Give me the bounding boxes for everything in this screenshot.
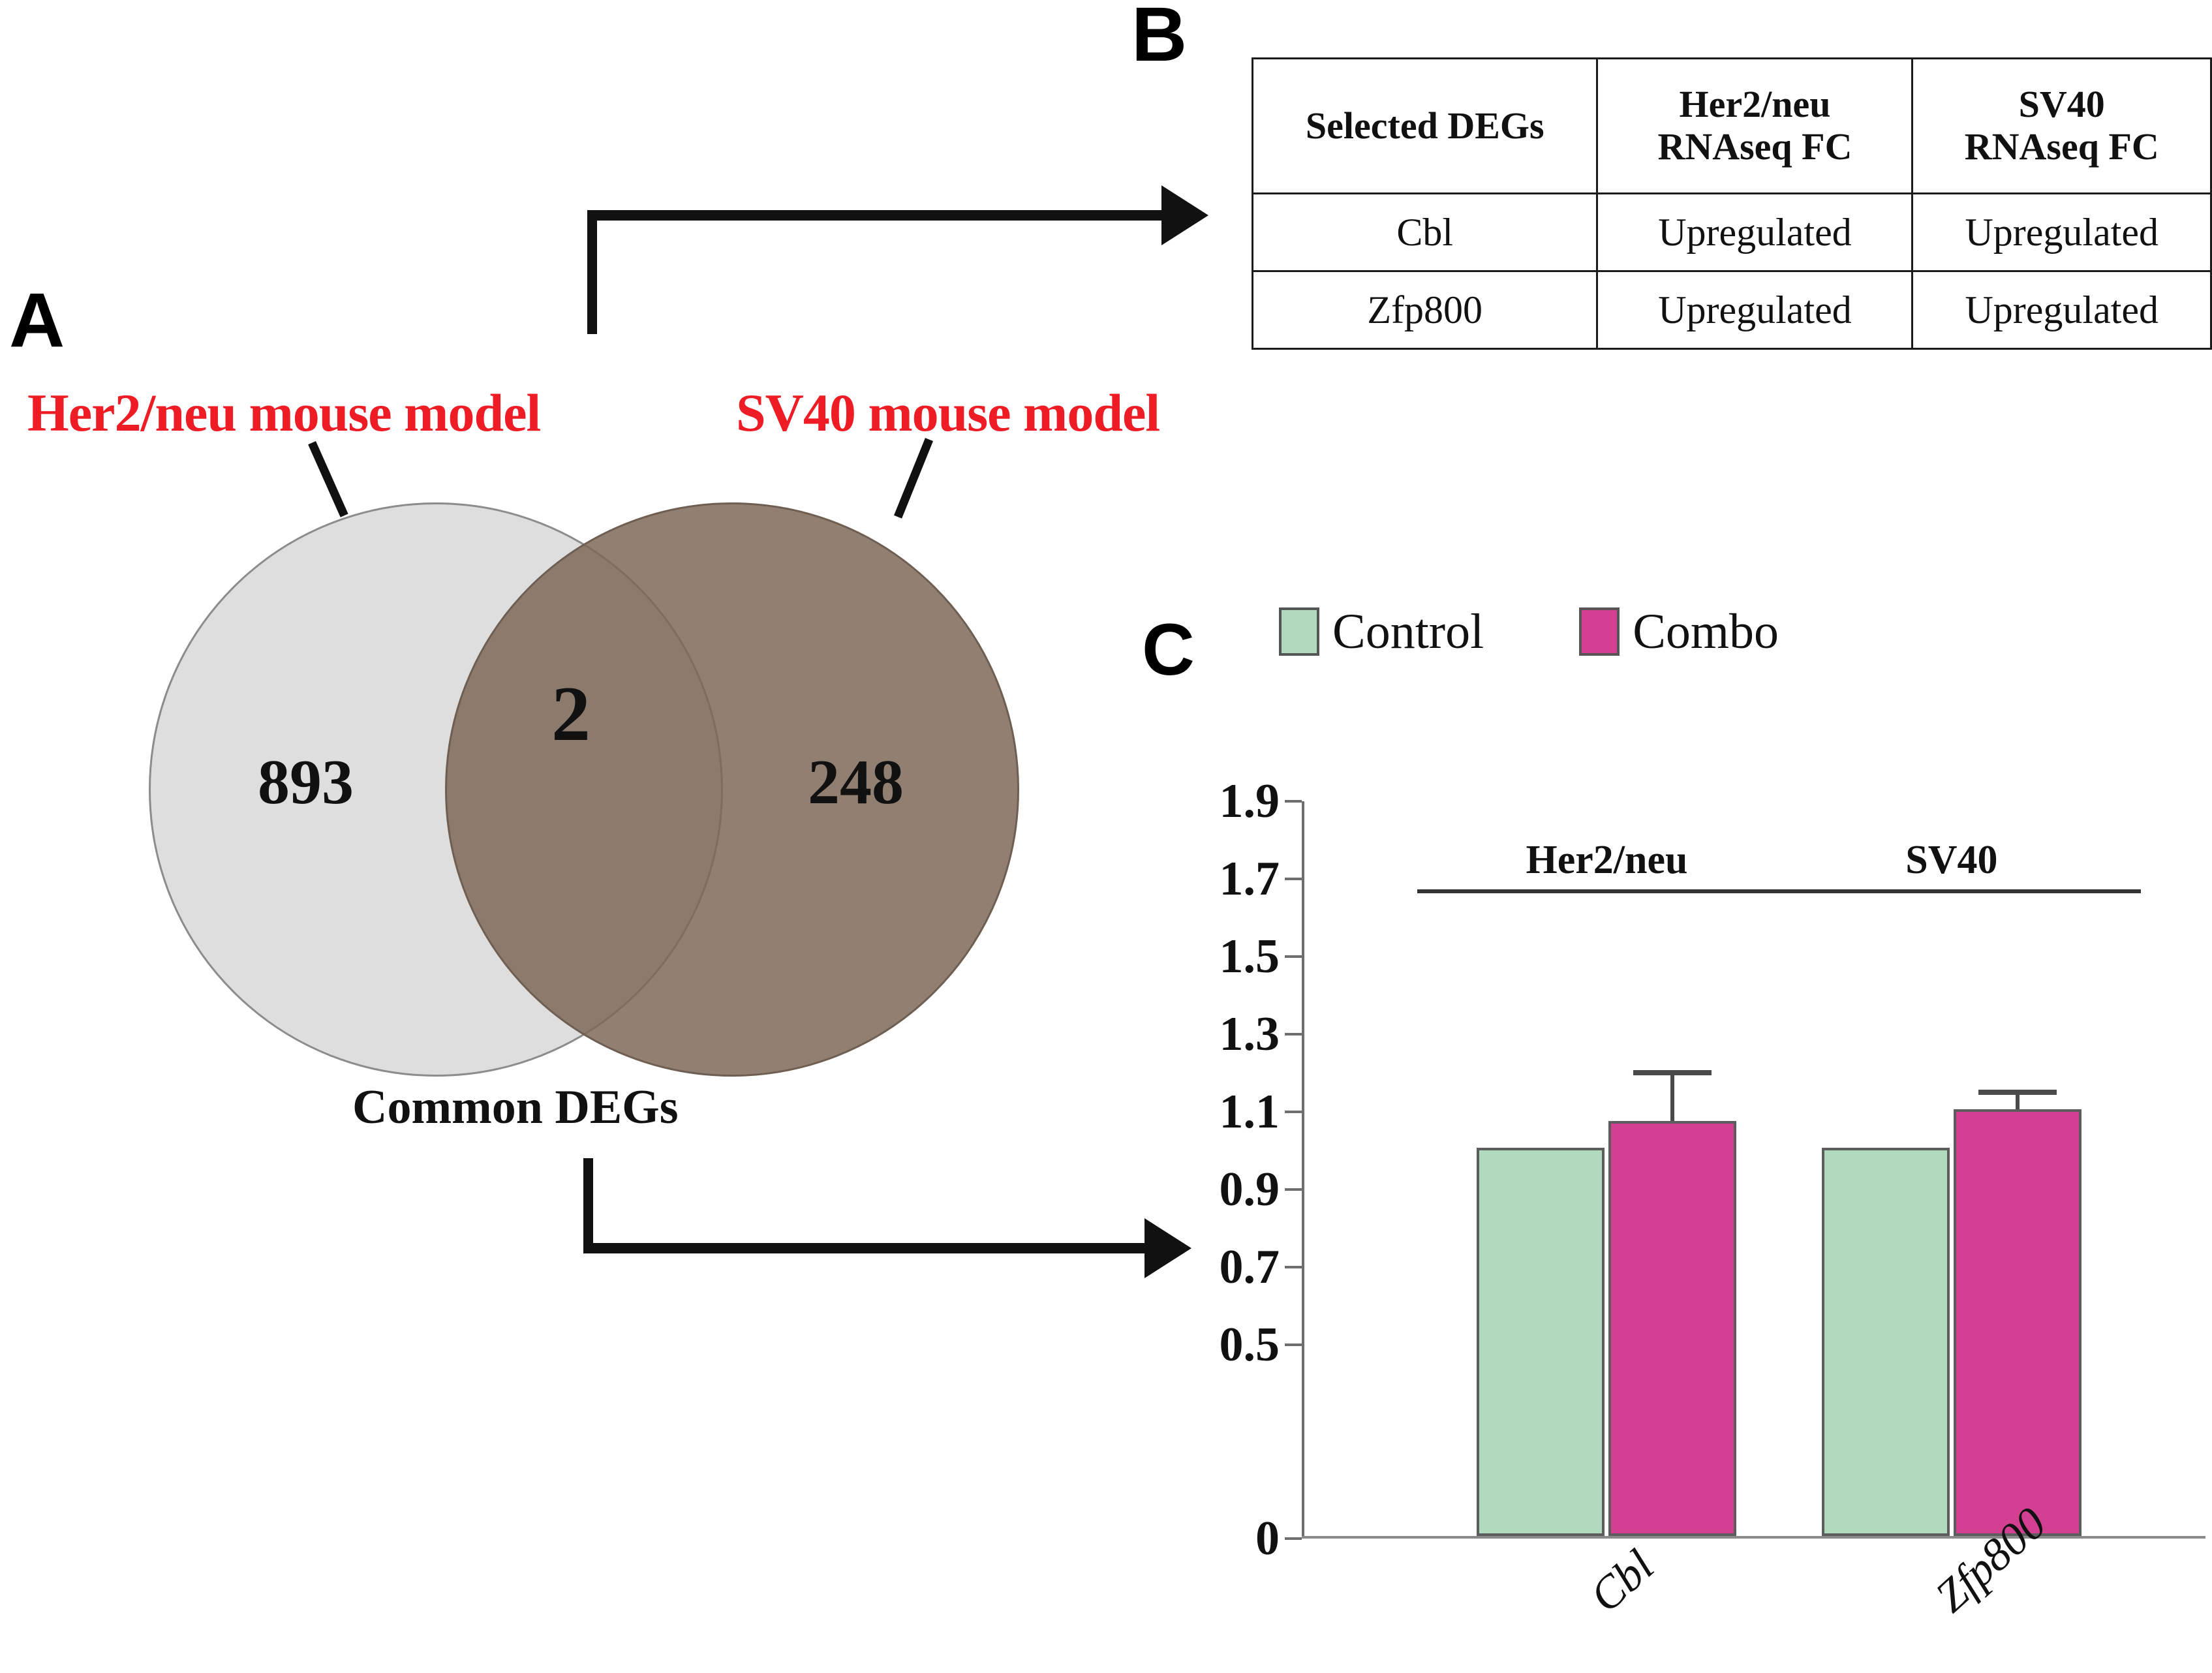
y-tick [1285,800,1302,803]
legend-label-combo: Combo [1633,604,1779,659]
group-header-sv40: SV40 [1762,838,2141,894]
header-line-1: Her2/neu [1679,83,1831,126]
error-bar-stem [2015,1090,2020,1109]
leader-line-sv40 [893,438,933,519]
bar-control-cbl [1477,1148,1605,1536]
venn-count-intersection: 2 [551,670,591,757]
table-header-row: Selected DEGs Her2/neu RNAseq FC SV40 RN… [1251,57,2212,194]
header-line-1: Selected DEGs [1305,104,1544,147]
legend-label-control: Control [1332,604,1484,659]
y-tick-label: 1.7 [1219,852,1280,906]
table-header-her2neu-fc: Her2/neu RNAseq FC [1596,57,1914,194]
panel-label-a: A [9,277,65,363]
cell-sv40-fc: Upregulated [1911,192,2212,272]
venn-label-her2neu: Her2/neu mouse model [27,383,541,442]
y-tick-label: 1.1 [1219,1084,1280,1139]
y-tick [1285,877,1302,880]
y-tick [1285,1343,1302,1346]
header-line-1: SV40 [2018,83,2105,126]
group-header-label: Her2/neu [1526,838,1688,883]
arrow-horizontal-segment [583,1243,1184,1253]
error-bar-cbl [1608,1070,1736,1121]
bar-chart: Control Combo 1.9 1.7 1.5 1.3 1.1 0.9 0.7 0.5 0 … [1214,607,2205,1664]
x-axis [1302,1536,2205,1539]
cell-sv40-fc: Upregulated [1911,270,2212,350]
y-tick [1285,1110,1302,1113]
cell-her2neu-fc: Upregulated [1596,192,1914,272]
cell-gene-name: Cbl [1251,192,1599,272]
error-bar-cap [1633,1070,1712,1076]
y-tick-label: 0 [1255,1512,1280,1565]
y-tick [1285,1537,1302,1540]
group-header-rule [1417,889,1796,894]
arrow-head-icon [1144,1218,1191,1278]
group-header-her2-neu: Her2/neu [1417,838,1796,894]
group-header-label: SV40 [1905,838,1998,883]
venn-count-her2neu-only: 893 [258,747,354,818]
selected-degs-table: Selected DEGs Her2/neu RNAseq FC SV40 RN… [1251,57,2212,350]
bar-combo-cbl [1608,1120,1737,1536]
table-row: Zfp800 Upregulated Upregulated [1251,270,2212,350]
y-tick-label: 1.3 [1219,1007,1280,1061]
y-tick-label: 1.5 [1219,929,1280,983]
y-axis [1302,801,1304,1539]
venn-common-degs-caption: Common DEGs [352,1081,679,1134]
group-header-rule [1762,889,2141,894]
venn-count-sv40-only: 248 [808,747,904,818]
table-header-selected-degs: Selected DEGs [1251,57,1599,194]
table-header-sv40-fc: SV40 RNAseq FC [1911,57,2212,194]
y-tick [1285,1188,1302,1191]
venn-circle-sv40 [445,502,1019,1077]
error-bar-cap [1978,1090,2057,1096]
y-tick-label: 0.7 [1219,1240,1280,1294]
y-tick [1285,1265,1302,1268]
cell-her2neu-fc: Upregulated [1596,270,1914,350]
plot-area: 1.9 1.7 1.5 1.3 1.1 0.9 0.7 0.5 0 Her2/neu SV40 [1220,777,2205,1563]
y-tick-label: 1.9 [1219,775,1280,828]
y-tick [1285,955,1302,958]
error-bar-stem [1670,1070,1675,1121]
legend-item-control: Control [1279,607,1484,656]
panel-label-b: B [1131,0,1188,78]
legend-swatch-control [1279,607,1319,656]
cell-gene-name: Zfp800 [1251,270,1599,350]
header-line-2: RNAseq FC [1657,125,1852,168]
venn-label-sv40: SV40 mouse model [736,383,1160,442]
legend-item-combo: Combo [1579,607,1779,656]
arrow-horizontal-segment [587,210,1201,221]
bar-control-zfp800 [1821,1148,1950,1536]
arrow-vertical-segment [583,1158,593,1253]
panel-label-c: C [1142,609,1195,690]
bar-combo-zfp800 [1953,1109,2081,1536]
y-tick-label: 0.9 [1219,1162,1280,1216]
error-bar-zfp800 [1954,1090,2081,1109]
legend-swatch-combo [1579,607,1620,656]
leader-line-her2neu [308,441,348,517]
y-tick-label: 0.5 [1219,1317,1280,1372]
arrow-vertical-segment [587,210,597,334]
chart-legend: Control Combo [1279,607,1779,656]
header-line-2: RNAseq FC [1964,125,2159,168]
table-row: Cbl Upregulated Upregulated [1251,192,2212,272]
y-tick [1285,1032,1302,1036]
arrow-head-icon [1161,185,1208,245]
x-tick-label-cbl: Cbl [1581,1541,1664,1622]
